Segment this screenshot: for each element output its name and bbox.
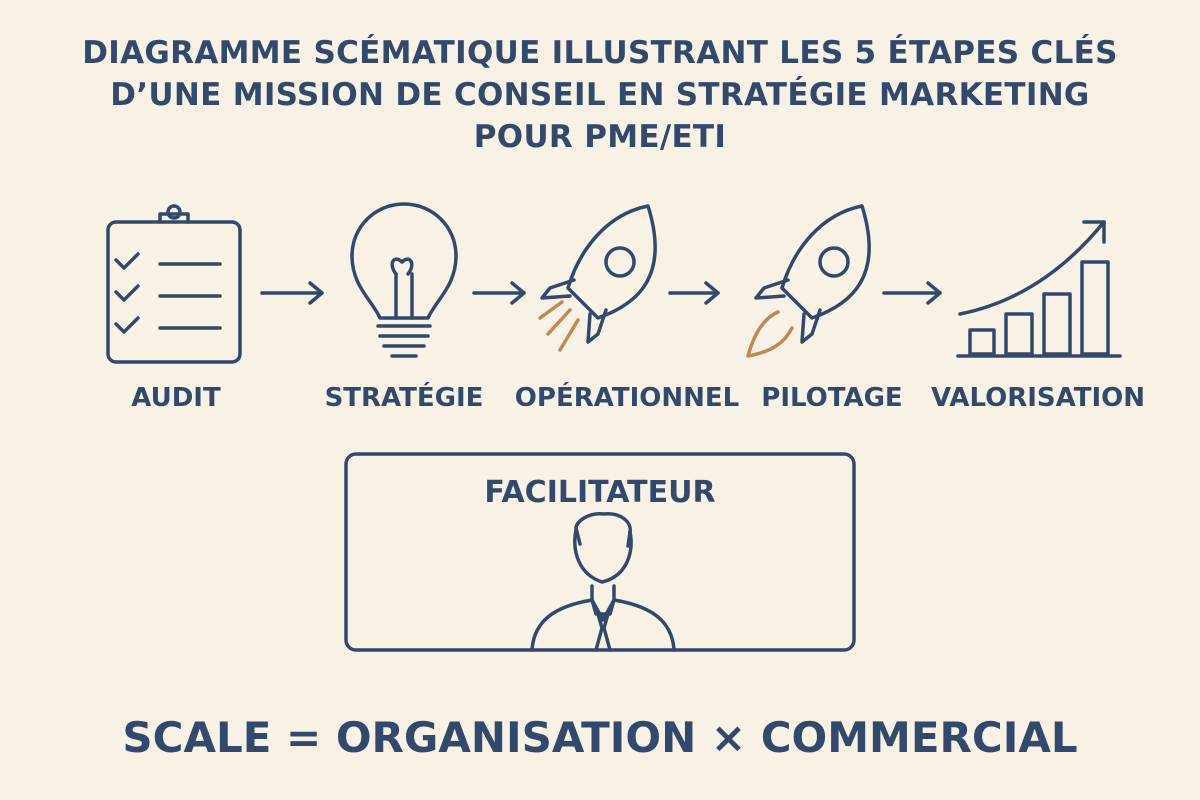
- flow-arrow-4: [882, 281, 942, 305]
- diagram-title: DIAGRAMME SCÉMATIQUE ILLUSTRANT LES 5 ÉT…: [0, 32, 1200, 158]
- facilitator-box: [344, 452, 856, 652]
- clipboard-checklist-icon: [106, 204, 242, 364]
- title-line-1: DIAGRAMME SCÉMATIQUE ILLUSTRANT LES 5 ÉT…: [82, 35, 1118, 71]
- step-label-operationnel: OPÉRATIONNEL: [515, 381, 739, 413]
- rocket-icon-operationnel: [538, 204, 657, 352]
- flow-arrow-3: [668, 281, 720, 305]
- step-label-strategie: STRATÉGIE: [325, 381, 484, 413]
- person-icon: [530, 512, 676, 652]
- step-label-pilotage: PILOTAGE: [761, 383, 902, 413]
- step-label-valorisation: VALORISATION: [931, 383, 1145, 413]
- title-line-3: POUR PME/ETI: [473, 119, 727, 155]
- flow-arrow-2: [472, 281, 526, 305]
- rocket-icon-pilotage: [746, 204, 871, 358]
- lightbulb-icon: [350, 202, 458, 358]
- scale-formula: SCALE = ORGANISATION × COMMERCIAL: [122, 713, 1077, 762]
- facilitator-title: FACILITATEUR: [484, 475, 715, 510]
- step-label-audit: AUDIT: [131, 383, 221, 413]
- flow-arrow-1: [260, 281, 324, 305]
- growth-chart-icon: [956, 220, 1122, 358]
- title-line-2: D’UNE MISSION DE CONSEIL EN STRATÉGIE MA…: [110, 77, 1090, 113]
